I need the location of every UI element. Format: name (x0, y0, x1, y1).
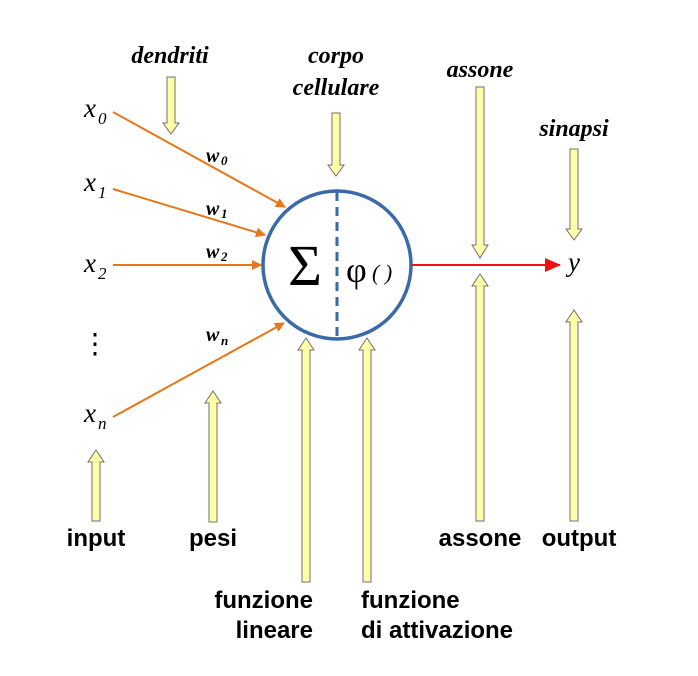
output-pointer-icon (565, 309, 583, 522)
input-edge-n (112, 322, 285, 418)
funzione-attivazione-label-line1: funzione (361, 587, 460, 614)
input-sub: 1 (98, 183, 107, 202)
output-var: y (565, 247, 580, 277)
input-var: x (83, 248, 96, 278)
weight-var: w (206, 324, 220, 346)
input-var: x (83, 167, 96, 197)
pesi-pointer-icon (204, 390, 222, 523)
dendriti-pointer-icon (162, 76, 180, 135)
activation-symbol: φ (346, 250, 367, 290)
corpo-pointer-icon (327, 112, 345, 177)
sum-symbol: Σ (288, 233, 322, 298)
input-x2: x 2 (83, 248, 107, 283)
funzione-attivazione-pointer-icon (358, 337, 376, 583)
weight-sub: 2 (220, 249, 228, 264)
input-x1: x 1 (83, 167, 107, 202)
activation-parens: ( ) (372, 260, 392, 285)
input-var: x (83, 93, 96, 123)
input-sub: 0 (98, 109, 107, 128)
weight-sub: n (221, 333, 228, 348)
weight-wn: w n (206, 324, 228, 348)
funzione-lineare-label-line1: funzione (214, 587, 313, 614)
ellipsis: ⋮ (81, 329, 109, 360)
weight-w2: w 2 (206, 241, 228, 264)
weight-w1: w 1 (206, 198, 228, 221)
sinapsi-label: sinapsi (538, 116, 609, 142)
input-label: input (67, 525, 126, 552)
weight-sub: 1 (221, 206, 228, 221)
weight-var: w (206, 241, 220, 263)
input-edge-1 (112, 188, 266, 238)
neuron-body: Σ φ ( ) (261, 189, 413, 341)
assone-top-pointer-icon (471, 86, 489, 259)
input-edge-0 (112, 111, 286, 208)
weight-var: w (206, 198, 220, 220)
input-xn: x n (83, 398, 107, 433)
sinapsi-pointer-icon (565, 148, 583, 241)
pesi-label: pesi (189, 525, 237, 552)
funzione-lineare-label-line2: lineare (236, 617, 313, 644)
weight-w0: w 0 (206, 145, 228, 168)
corpo-label-line2: cellulare (293, 75, 380, 101)
input-var: x (83, 398, 96, 428)
assone-bottom-pointer-icon (471, 273, 489, 522)
input-x0: x 0 (83, 93, 107, 128)
input-sub: 2 (98, 264, 107, 283)
input-sub: n (98, 414, 107, 433)
funzione-lineare-pointer-icon (297, 337, 315, 583)
output-label: output (542, 525, 617, 552)
weight-var: w (206, 145, 220, 167)
input-pointer-icon (87, 449, 105, 522)
weight-sub: 0 (221, 153, 228, 168)
dendriti-label: dendriti (131, 43, 209, 69)
funzione-attivazione-label-line2: di attivazione (361, 617, 513, 644)
corpo-label-line1: corpo (308, 43, 364, 69)
assone-top-label: assone (447, 57, 514, 83)
assone-bottom-label: assone (439, 525, 522, 552)
